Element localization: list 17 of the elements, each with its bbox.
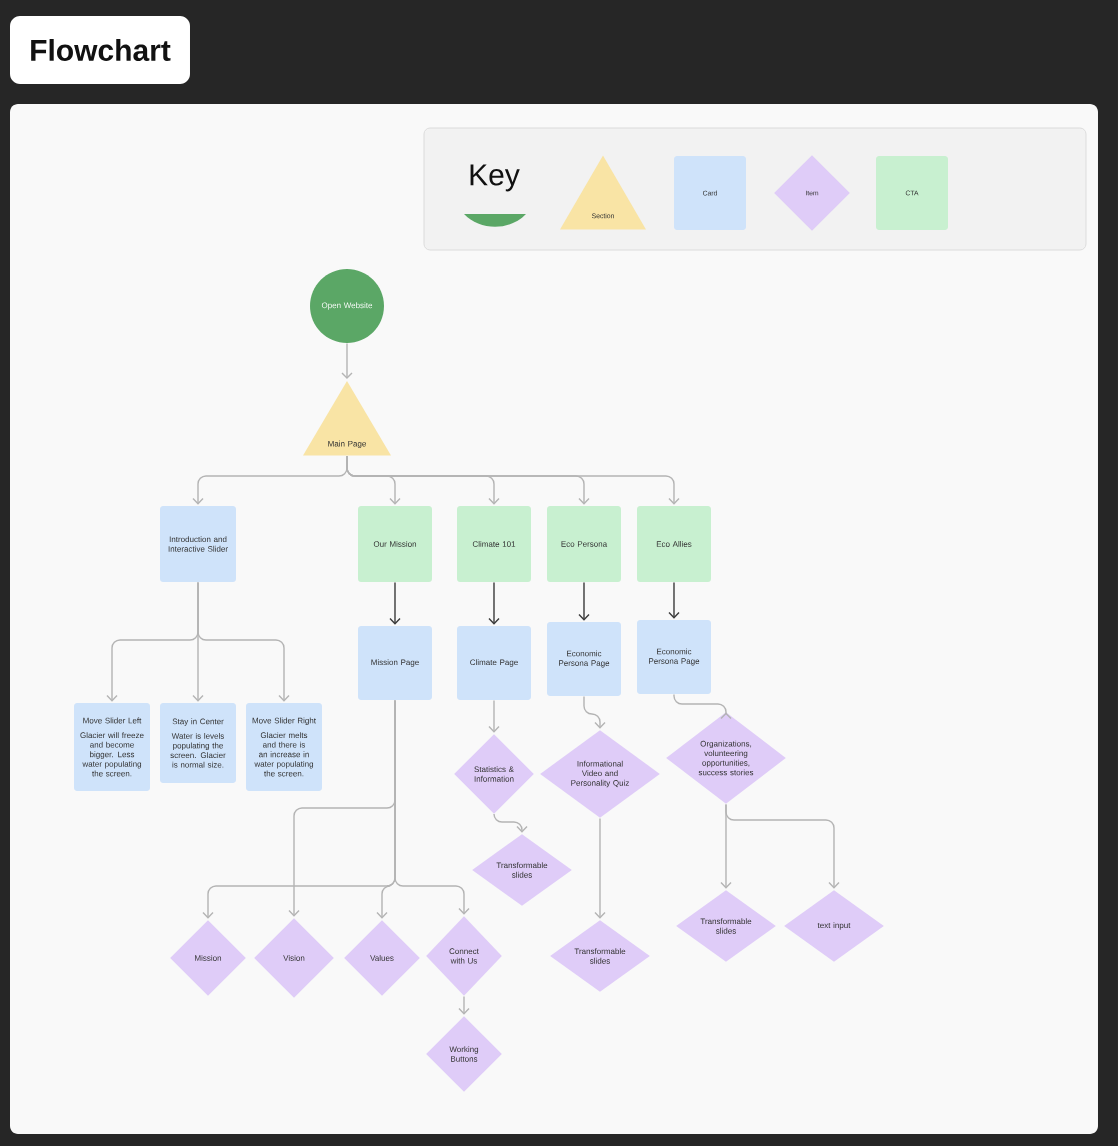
arrow: [197, 581, 290, 702]
arrow: [488, 699, 500, 733]
arrow: [583, 695, 606, 729]
arrow: [394, 699, 470, 915]
arrow: [673, 693, 732, 720]
arrow: [594, 817, 606, 919]
arrow: [668, 581, 680, 619]
title: Flowchart: [10, 16, 190, 84]
arrow: [346, 455, 680, 505]
arrow: [725, 803, 840, 889]
arrow: [458, 995, 470, 1015]
arrow: [341, 342, 353, 380]
key-heading: Key: [470, 164, 520, 192]
arrow: [488, 581, 500, 625]
arrow: [389, 581, 401, 625]
arrow: [578, 581, 590, 621]
arrow: [493, 813, 528, 833]
